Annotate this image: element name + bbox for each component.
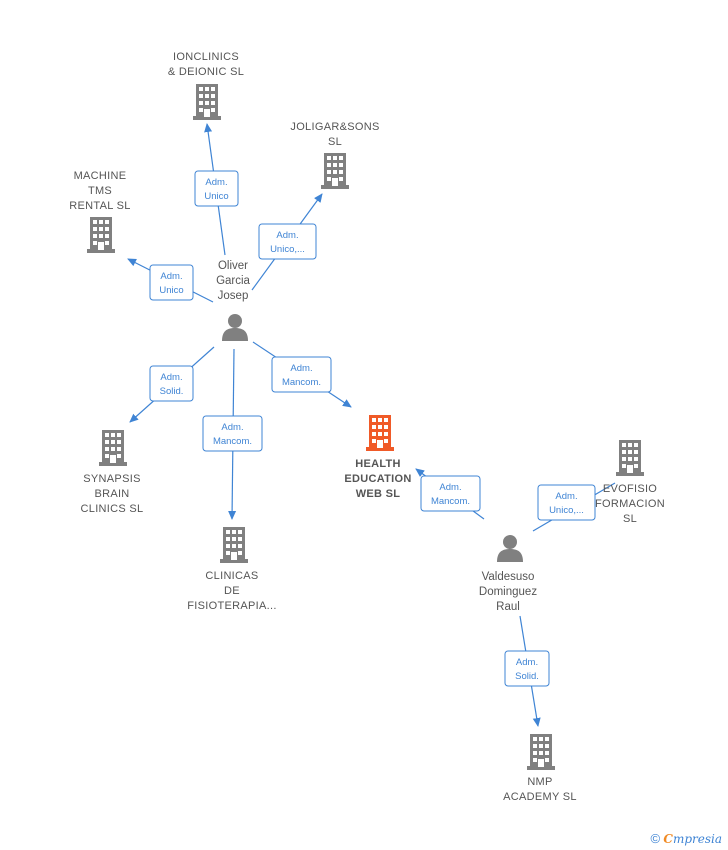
edge-label-joligar[interactable]: Adm. Unico,... bbox=[258, 223, 317, 260]
building-icon bbox=[99, 430, 127, 466]
person-label-line: Valdesuso bbox=[482, 571, 535, 583]
node-evofisio[interactable]: EVOFISIO FORMACION SL bbox=[595, 440, 665, 525]
building-icon bbox=[87, 217, 115, 253]
copyright-symbol: © bbox=[650, 831, 661, 846]
person-label-line: Dominguez bbox=[479, 586, 537, 598]
building-icon bbox=[193, 84, 221, 120]
node-label-line: BRAIN bbox=[94, 488, 129, 500]
node-label-line: DE bbox=[224, 585, 240, 597]
edge-label-line-2: Mancom. bbox=[431, 496, 470, 507]
node-label-line: JOLIGAR&SONS bbox=[290, 121, 379, 133]
edge-label-line-2: Unico,... bbox=[270, 244, 305, 255]
edge-label-line-1: Adm. bbox=[160, 372, 182, 383]
edge-label-machine[interactable]: Adm. Unico bbox=[149, 264, 194, 301]
building-icon bbox=[366, 415, 394, 451]
node-label-line: NMP bbox=[527, 776, 552, 788]
node-joligar[interactable]: JOLIGAR&SONS SL bbox=[290, 121, 379, 189]
node-label-line: & DEIONIC SL bbox=[168, 66, 244, 78]
node-label-line: CLINICS SL bbox=[81, 503, 144, 515]
edge-label-health-valdesuso[interactable]: Adm. Mancom. bbox=[420, 475, 481, 512]
edge-label-line-1: Adm. bbox=[221, 422, 243, 433]
edge-label-line-1: Adm. bbox=[439, 482, 461, 493]
edge-label-synapsis[interactable]: Adm. Solid. bbox=[149, 365, 194, 402]
edge-label-line-2: Mancom. bbox=[282, 377, 321, 388]
person-label-line: Josep bbox=[218, 290, 249, 302]
brand-logo-initial: C bbox=[663, 832, 673, 846]
edge-label-health-oliver[interactable]: Adm. Mancom. bbox=[271, 356, 332, 393]
edge-label-line-1: Adm. bbox=[516, 657, 538, 668]
edge-label-line-1: Adm. bbox=[160, 271, 182, 282]
footer-brand: © Cmpresia bbox=[650, 831, 722, 846]
brand-logo-text: mpresia bbox=[672, 832, 722, 846]
building-icon bbox=[321, 153, 349, 189]
edge-label-clinicas[interactable]: Adm. Mancom. bbox=[202, 415, 263, 452]
edge-label-nmp[interactable]: Adm. Solid. bbox=[504, 650, 550, 687]
node-clinicas[interactable]: CLINICAS DE FISIOTERAPIA... bbox=[187, 527, 276, 612]
edge-label-line-1: Adm. bbox=[555, 491, 577, 502]
edge-label-line-2: Unico bbox=[159, 285, 183, 296]
edge-label-evofisio[interactable]: Adm. Unico,... bbox=[537, 484, 596, 521]
node-ionclinics[interactable]: IONCLINICS & DEIONIC SL bbox=[168, 51, 244, 120]
edge-label-ionclinics[interactable]: Adm. Unico bbox=[194, 170, 239, 207]
node-label-line: MACHINE bbox=[74, 170, 127, 182]
node-label-line: EDUCATION bbox=[344, 473, 411, 485]
node-label-line: TMS bbox=[88, 185, 112, 197]
node-synapsis[interactable]: SYNAPSIS BRAIN CLINICS SL bbox=[81, 430, 144, 515]
node-label-line: FORMACION bbox=[595, 498, 665, 510]
node-label-line: SYNAPSIS bbox=[83, 473, 140, 485]
edge-label-line-2: Solid. bbox=[515, 671, 539, 682]
node-health-education[interactable]: HEALTH EDUCATION WEB SL bbox=[344, 415, 411, 500]
node-label-line: CLINICAS bbox=[205, 570, 258, 582]
edge-label-line-2: Solid. bbox=[160, 386, 184, 397]
node-label-line: ACADEMY SL bbox=[503, 791, 577, 803]
person-icon bbox=[222, 314, 248, 341]
edge-label-line-1: Adm. bbox=[205, 177, 227, 188]
building-icon bbox=[220, 527, 248, 563]
edge-label-line-2: Unico,... bbox=[549, 505, 584, 516]
node-oliver-garcia-josep[interactable]: Oliver Garcia Josep bbox=[216, 260, 251, 341]
node-label-line: SL bbox=[623, 513, 637, 525]
node-machine[interactable]: MACHINE TMS RENTAL SL bbox=[69, 170, 130, 253]
node-label-line: EVOFISIO bbox=[603, 483, 657, 495]
person-label-line: Oliver bbox=[218, 260, 248, 272]
person-icon bbox=[497, 535, 523, 562]
node-label-line: RENTAL SL bbox=[69, 200, 130, 212]
edge-label-line-1: Adm. bbox=[276, 230, 298, 241]
node-label-line: WEB SL bbox=[356, 488, 401, 500]
node-label-line: IONCLINICS bbox=[173, 51, 239, 63]
edge-label-line-1: Adm. bbox=[290, 363, 312, 374]
person-label-line: Garcia bbox=[216, 275, 250, 287]
node-nmp-academy[interactable]: NMP ACADEMY SL bbox=[503, 734, 577, 803]
edge-label-line-2: Unico bbox=[204, 191, 228, 202]
node-label-line: SL bbox=[328, 136, 342, 148]
building-icon bbox=[616, 440, 644, 476]
edge-label-line-2: Mancom. bbox=[213, 436, 252, 447]
node-label-line: HEALTH bbox=[355, 458, 401, 470]
node-label-line: FISIOTERAPIA... bbox=[187, 600, 276, 612]
person-label-line: Raul bbox=[496, 601, 520, 613]
node-valdesuso-dominguez-raul[interactable]: Valdesuso Dominguez Raul bbox=[479, 535, 537, 613]
building-icon bbox=[527, 734, 555, 770]
